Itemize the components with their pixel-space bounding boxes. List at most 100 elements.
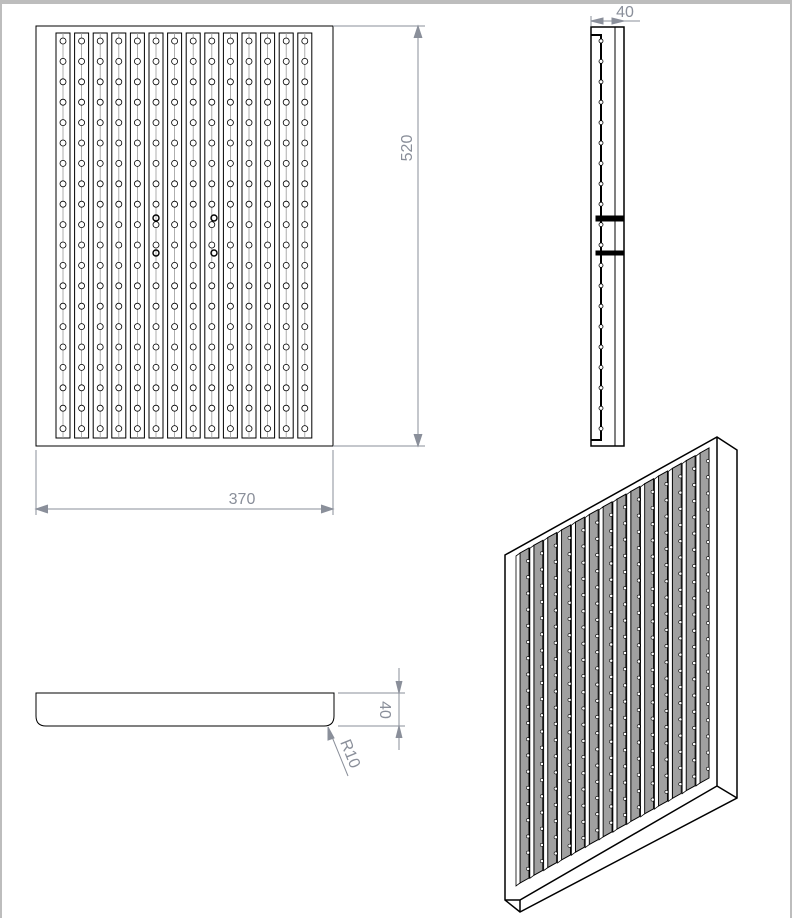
isometric-view (504, 436, 738, 913)
slat-hole (595, 796, 600, 800)
slat-hole (539, 567, 544, 572)
slat-hole (636, 627, 641, 631)
slat-hole (664, 725, 669, 729)
hole (133, 200, 141, 208)
hole (208, 119, 216, 126)
slat-hole (567, 536, 572, 540)
slat-hole (539, 583, 544, 588)
slat-hole (664, 595, 669, 600)
slat-hole (664, 627, 669, 632)
hole (245, 343, 253, 351)
slat-hole (664, 789, 669, 794)
slat-hole (706, 604, 710, 609)
slat (671, 462, 682, 800)
slat-hole (595, 715, 600, 719)
slat-hole (664, 546, 669, 551)
hole (59, 98, 67, 106)
slat-hole (678, 555, 683, 560)
slat-hole (609, 755, 613, 760)
slat-hole (623, 683, 627, 688)
hole (282, 363, 290, 371)
hole (189, 58, 197, 65)
slat-hole (539, 778, 544, 783)
slat-hole (650, 554, 655, 559)
hole (78, 404, 85, 412)
hole (208, 180, 216, 188)
slat-hole (623, 651, 627, 655)
slat-hole (706, 653, 710, 658)
hole (152, 384, 160, 392)
hole (208, 425, 216, 433)
slat-side (612, 498, 618, 833)
slat-hole (706, 669, 710, 674)
slat-hole (581, 706, 586, 711)
dim-width (34, 450, 335, 515)
hole (208, 404, 216, 412)
hole (78, 159, 85, 167)
hole (189, 180, 197, 188)
hole (133, 37, 141, 45)
slat-hole (595, 617, 600, 622)
slat-hole (678, 571, 683, 576)
hole (115, 404, 123, 412)
slat-hole (650, 684, 655, 689)
slat-hole (650, 797, 655, 802)
side-hole (598, 201, 604, 207)
hole (282, 323, 290, 331)
slat-hole (581, 657, 586, 662)
hole (78, 98, 85, 106)
mount-hole (210, 214, 218, 222)
slat-hole (706, 588, 710, 593)
hole (59, 343, 67, 351)
hole (301, 363, 309, 371)
side-hole (598, 344, 604, 350)
slat-hole (650, 538, 655, 543)
slat-hole (609, 593, 613, 598)
hole (301, 37, 309, 45)
hole (59, 363, 67, 371)
hole (226, 323, 234, 331)
hole (152, 98, 160, 106)
slat-hole (581, 690, 586, 695)
hole (189, 119, 197, 126)
side-hole (598, 262, 604, 268)
slat-hole (567, 843, 572, 848)
hole (152, 180, 160, 188)
slat (519, 547, 530, 884)
slat-hole (692, 709, 697, 714)
hole (245, 282, 253, 290)
hole (115, 200, 123, 208)
side-hole (598, 99, 604, 105)
hole (208, 139, 216, 147)
hole (78, 37, 85, 45)
hole (301, 180, 309, 188)
hole (245, 323, 253, 331)
slat-hole (678, 490, 683, 495)
slat-hole (692, 499, 697, 503)
dim-height-label: 520 (399, 135, 416, 162)
hole (189, 200, 197, 208)
side-hole (598, 38, 604, 44)
slat-hole (595, 536, 600, 541)
slat-hole (595, 812, 600, 817)
hole (133, 221, 141, 229)
hole (96, 282, 104, 290)
slat-hole (595, 650, 600, 655)
slat-hole (650, 668, 655, 672)
mount-hole (152, 214, 160, 222)
hole (282, 302, 290, 310)
hole (226, 343, 234, 351)
hole (59, 425, 67, 433)
hole (282, 78, 290, 86)
slat-hole (526, 753, 530, 758)
slat-hole (539, 810, 544, 815)
slat-hole (650, 651, 655, 656)
slat-hole (567, 746, 572, 751)
slat-side (557, 529, 562, 864)
slat-hole (623, 521, 627, 526)
hole (189, 37, 197, 45)
hole (282, 282, 290, 290)
hole (115, 282, 123, 290)
hole (264, 98, 272, 106)
hole (226, 200, 234, 208)
